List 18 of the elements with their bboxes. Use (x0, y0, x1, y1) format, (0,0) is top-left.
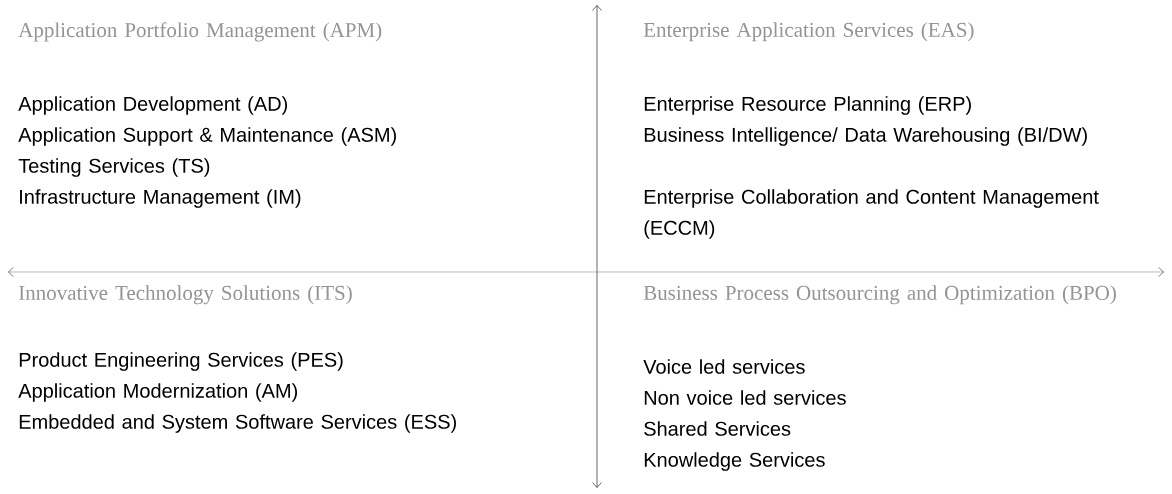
service-item: Shared Services (644, 421, 791, 436)
category-heading: Business Process Outsourcing and Optimization (BPO) (643, 285, 1116, 305)
service-item: Application Support & Maintenance (ASM) (18, 127, 396, 146)
service-item: Business Intelligence/ Data Warehousing (BI/DW) (644, 127, 1087, 146)
service-item: Enterprise Resource Planning (ERP) (644, 96, 971, 115)
service-item: Infrastructure Management (IM) (20, 189, 301, 208)
category-heading: Enterprise Application Services (EAS) (643, 22, 974, 42)
service-item: Embedded and System Software Services (ESS) (19, 414, 456, 433)
service-item: Non voice led services (644, 390, 846, 405)
service-item: Product Engineering Services (PES) (19, 352, 343, 371)
service-item: Application Modernization (AM) (18, 383, 298, 402)
service-item: Voice led services (643, 359, 805, 374)
service-item: Application Development (AD) (18, 96, 288, 115)
service-item: Knowledge Services (644, 452, 825, 471)
service-item: Enterprise Collaboration and Content Management (ECCM) (644, 189, 1099, 239)
category-heading: Application Portfolio Management (APM) (18, 22, 382, 42)
category-heading: Innovative Technology Solutions (ITS) (18, 285, 352, 305)
service-item: Testing Services (TS) (18, 158, 210, 177)
